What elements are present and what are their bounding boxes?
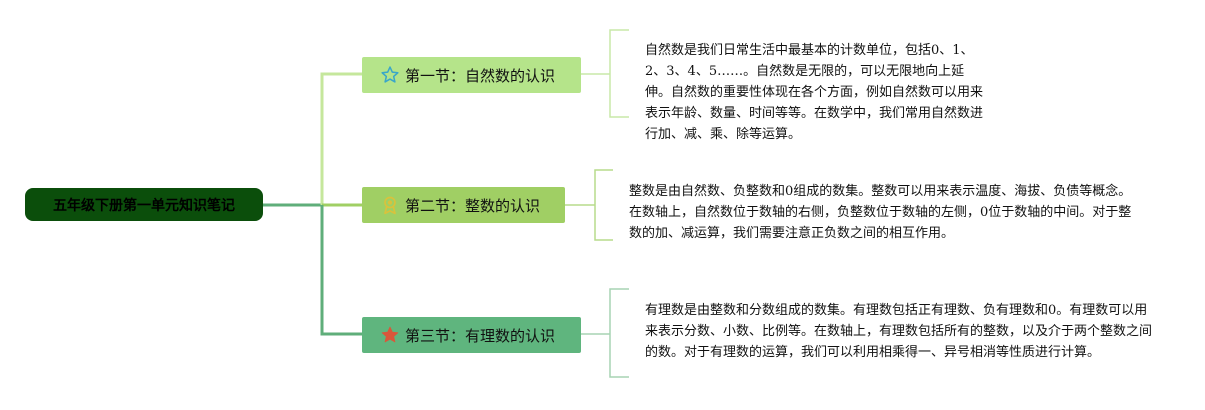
award-ribbon-icon <box>380 195 400 215</box>
section-2-description: 整数是由自然数、负整数和0组成的数集。整数可以用来表示温度、海拔、负债等概念。在… <box>629 184 1132 241</box>
star-outline-icon <box>380 65 400 85</box>
section-node-2-title: 第二节：整数的认识 <box>405 196 541 215</box>
bracket-3 <box>609 288 629 378</box>
section-node-1-title: 第一节：自然数的认识 <box>405 66 556 85</box>
section-3-description: 有理数是由整数和分数组成的数集。有理数包括正有理数、负有理数和0。有理数可以用来… <box>645 303 1153 360</box>
bracket-1 <box>609 29 629 118</box>
section-1-description: 自然数是我们日常生活中最基本的计数单位，包括0、1、2、3、4、5……。自然数是… <box>645 43 984 142</box>
connector-branch-1 <box>320 72 362 205</box>
star-filled-icon <box>380 325 400 345</box>
section-node-2[interactable]: 第二节：整数的认识 <box>362 187 565 223</box>
connector-branch-3 <box>320 205 362 336</box>
bracket-2 <box>594 169 613 241</box>
section-node-3[interactable]: 第三节：有理数的认识 <box>362 317 581 353</box>
section-node-3-title: 第三节：有理数的认识 <box>405 326 556 345</box>
root-node-title: 五年级下册第一单元知识笔记 <box>53 197 235 214</box>
section-node-1[interactable]: 第一节：自然数的认识 <box>362 57 581 93</box>
root-node[interactable]: 五年级下册第一单元知识笔记 <box>25 188 263 221</box>
